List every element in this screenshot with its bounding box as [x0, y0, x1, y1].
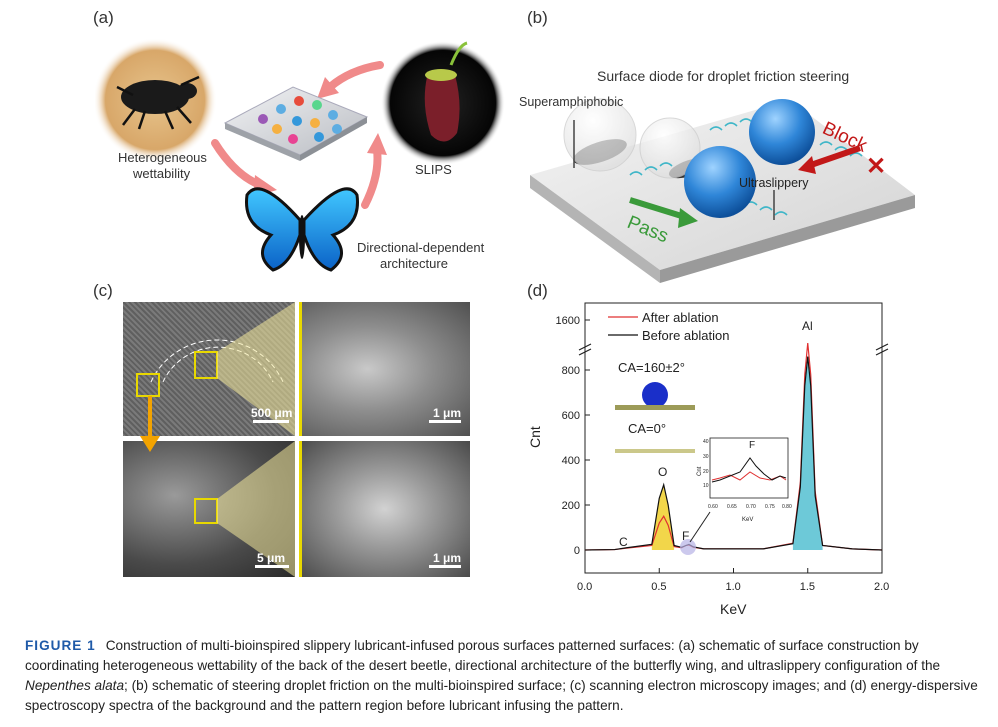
panel-b-title: Surface diode for droplet friction steer…	[597, 68, 850, 84]
label-slips: SLIPS	[415, 162, 452, 177]
y-tick-label: 0	[574, 545, 580, 557]
scale-bar-5um: 5 μm	[257, 551, 286, 565]
legend-after: After ablation	[642, 310, 719, 325]
x-tick-label: 0.5	[651, 581, 666, 593]
ca-substrate-2	[615, 449, 695, 453]
caption-text-1: Construction of multi-bioinspired slippe…	[25, 638, 941, 673]
eds-chart: 0.0 0.5 1.0 1.5 2.0 0 200 400 600 800 1600 After a…	[527, 302, 889, 617]
peak-label-c: C	[619, 535, 628, 549]
al-peak-fill	[792, 356, 823, 550]
sem-zoom-arrow	[140, 396, 160, 452]
ca-160-label: CA=160±2°	[618, 360, 685, 375]
legend-before: Before ablation	[642, 328, 729, 343]
plate-droplets	[258, 96, 342, 144]
axis-break-marks	[578, 343, 889, 356]
peak-label-f: F	[682, 529, 689, 543]
inset-xlabel: KeV	[742, 517, 753, 523]
sem-image-bottom-left: 5 μm	[123, 441, 295, 577]
ca-substrate-1	[615, 405, 695, 410]
label-architecture: architecture	[380, 256, 448, 271]
block-cross-icon: ✕	[866, 153, 887, 180]
arrow-slips-to-plate	[326, 61, 384, 91]
peak-label-al: Al	[802, 319, 813, 333]
x-tick-label: 1.5	[800, 581, 815, 593]
inset-ytick-3: 30	[703, 454, 709, 460]
series-before-ablation	[584, 356, 883, 551]
scale-bar-500um: 500 μm	[251, 406, 293, 420]
x-axis-label: KeV	[720, 601, 747, 617]
sem-image-top-right: 1 μm	[299, 302, 470, 436]
y-tick-label: 400	[562, 455, 580, 467]
y-tick-label: 1600	[556, 315, 580, 327]
x-tick-label: 1.0	[726, 581, 741, 593]
label-wettability: wettability	[133, 166, 191, 181]
panel-a-label: (a)	[93, 8, 114, 27]
panel-c-label: (c)	[93, 281, 113, 300]
peak-label-o: O	[658, 465, 667, 479]
x-tick-label: 2.0	[874, 581, 889, 593]
ca-droplet-image	[642, 382, 668, 408]
f-inset: F Cnt KeV 0.60 0.65 0.70 0.75 0.80 10 20…	[697, 437, 792, 523]
clear-droplet-2	[639, 117, 701, 179]
inset-xtick-5: 0.80	[782, 504, 792, 510]
caption-text-2: ; (b) schematic of steering droplet fric…	[25, 678, 978, 713]
arrow-butterfly-to-slips	[361, 146, 382, 209]
figure-label: FIGURE 1	[25, 638, 96, 653]
inset-ytick-2: 20	[703, 469, 709, 475]
ca-0-label: CA=0°	[628, 421, 666, 436]
blue-droplet-pass	[684, 146, 756, 218]
y-tick-label: 200	[562, 500, 580, 512]
inset-xtick-2: 0.65	[727, 504, 737, 510]
arrow-beetle-to-butterfly	[211, 139, 264, 189]
label-ultraslippery: Ultraslippery	[739, 176, 809, 190]
panel-a-illustration	[95, 38, 505, 272]
label-heterogeneous: Heterogeneous	[118, 150, 207, 165]
sem-image-bottom-right: 1 μm	[299, 441, 470, 577]
y-tick-label: 800	[562, 365, 580, 377]
inset-ytick-4: 40	[703, 439, 709, 445]
caption-species: Nepenthes alata	[25, 678, 125, 693]
label-superamphiphobic: Superamphiphobic	[519, 95, 624, 109]
scale-bar-1um-bottom: 1 μm	[433, 551, 462, 565]
x-tick-label: 0.0	[577, 581, 592, 593]
butterfly-image	[245, 187, 359, 272]
inset-title: F	[749, 440, 755, 451]
f-peak-highlight	[680, 539, 696, 555]
inset-ytick-1: 10	[703, 483, 709, 489]
inset-xtick-1: 0.60	[708, 504, 718, 510]
inset-xtick-3: 0.70	[746, 504, 756, 510]
blue-droplet-top	[749, 99, 815, 165]
clear-droplet-1	[563, 98, 637, 172]
inset-ylabel: Cnt	[697, 466, 703, 476]
panel-b-label: (b)	[527, 8, 548, 27]
scale-bar-1um-top: 1 μm	[433, 406, 462, 420]
y-tick-label: 600	[562, 410, 580, 422]
panel-d-label: (d)	[527, 281, 548, 300]
label-directional: Directional-dependent	[357, 240, 485, 255]
y-axis-label: Cnt	[527, 426, 543, 448]
inset-xtick-4: 0.75	[765, 504, 775, 510]
panel-b-illustration	[530, 98, 915, 283]
